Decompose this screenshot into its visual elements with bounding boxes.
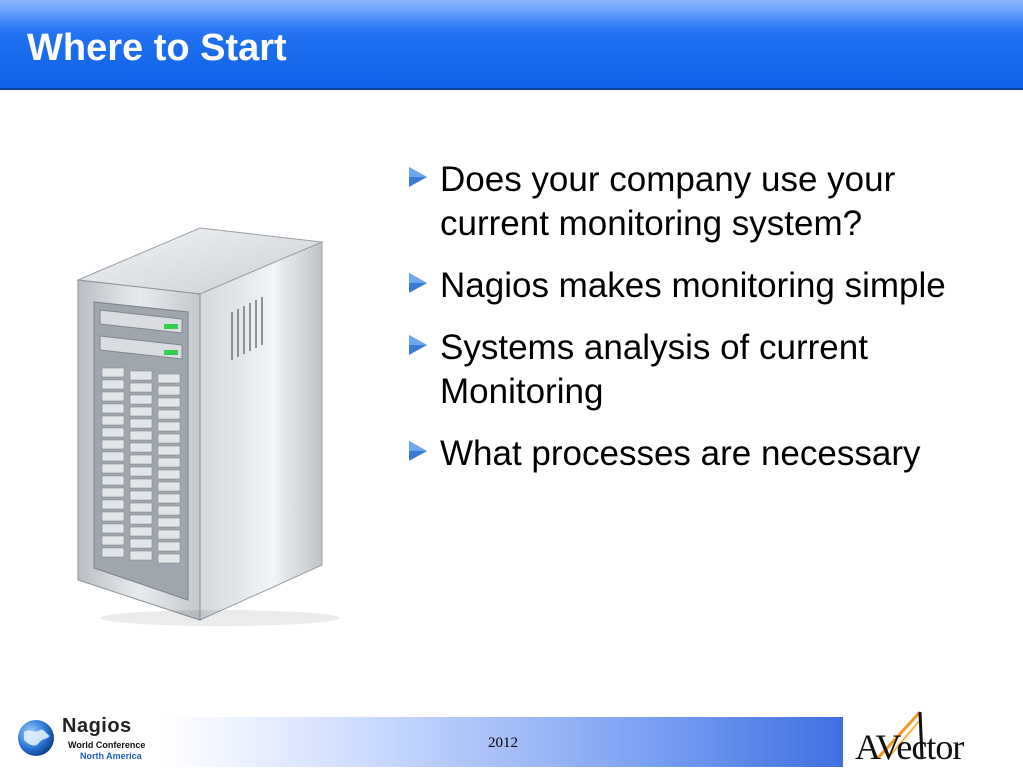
triangle-bullet-icon — [409, 335, 427, 355]
triangle-bullet-icon — [409, 273, 427, 293]
bullet-text: Does your company use your current monit… — [440, 160, 896, 243]
list-item: Systems analysis of current Monitoring — [405, 326, 1005, 414]
avector-name: AVector — [855, 727, 964, 767]
list-item: What processes are necessary — [405, 432, 1005, 476]
nagios-logo: Nagios World Conference North America — [14, 714, 154, 764]
title-bar: Where to Start — [0, 0, 1023, 90]
triangle-bullet-icon — [409, 167, 427, 187]
nagios-subtitle: World Conference — [68, 740, 146, 750]
title-gloss — [0, 0, 1023, 28]
list-item: Does your company use your current monit… — [405, 158, 1005, 246]
slide-title: Where to Start — [27, 27, 287, 69]
avector-logo — [848, 698, 1023, 766]
nagios-region: North America — [80, 751, 142, 761]
bullet-text: Systems analysis of current Monitoring — [440, 328, 868, 411]
triangle-bullet-icon — [409, 441, 427, 461]
list-item: Nagios makes monitoring simple — [405, 264, 1005, 308]
footer-band: 2012 — [163, 717, 843, 767]
footer-year: 2012 — [488, 735, 518, 751]
globe-icon — [18, 720, 54, 756]
server-tower-icon — [76, 227, 340, 626]
bullet-text: What processes are necessary — [440, 434, 921, 473]
avector-mark — [876, 710, 924, 760]
nagios-name: Nagios — [62, 715, 132, 737]
bullet-list: Does your company use your current monit… — [405, 158, 1005, 494]
bullet-text: Nagios makes monitoring simple — [440, 266, 946, 305]
footer: 2012 Nagios World Conference North Ameri… — [0, 710, 1023, 767]
